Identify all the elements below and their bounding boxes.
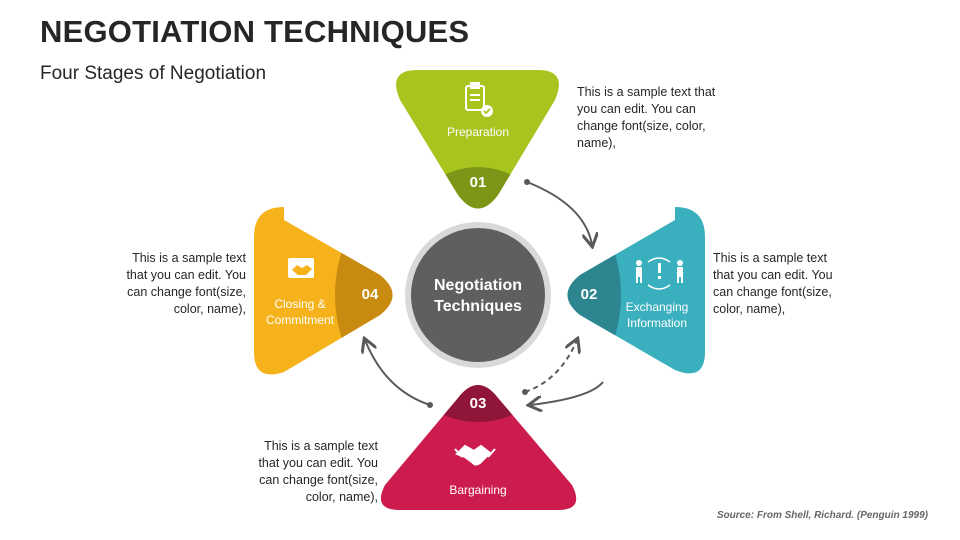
note-closing-commitment: This is a sample text that you can edit.… xyxy=(98,250,246,318)
note-line: can change font(size, xyxy=(713,285,832,299)
handshake-icon xyxy=(454,444,496,466)
page-subtitle: Four Stages of Negotiation xyxy=(40,63,267,84)
stage-2-label-line2: Information xyxy=(627,316,687,330)
note-line: color, name), xyxy=(305,490,378,504)
note-line: you can edit. You can xyxy=(577,102,696,116)
stage-1-number: 01 xyxy=(470,174,487,191)
note-line: This is a sample text xyxy=(264,439,378,453)
note-line: change font(size, color, xyxy=(577,119,706,133)
contract-handshake-icon xyxy=(288,258,314,278)
stage-2-number: 02 xyxy=(581,286,598,303)
stage-exchanging-information: Exchanging Information 02 xyxy=(567,207,705,374)
clipboard-check-icon xyxy=(465,82,493,117)
note-preparation: This is a sample text that you can edit.… xyxy=(577,84,737,152)
stage-4-label-line2: Commitment xyxy=(266,313,335,327)
note-line: This is a sample text xyxy=(713,251,827,265)
stage-2-label-line1: Exchanging xyxy=(626,300,689,314)
note-line: that you can edit. You xyxy=(258,456,378,470)
note-line: that you can edit. You xyxy=(126,268,246,282)
connector-arrows xyxy=(365,179,604,408)
note-line: This is a sample text that xyxy=(577,85,716,99)
stage-3-label: Bargaining xyxy=(449,483,506,497)
stage-4-number: 04 xyxy=(362,286,379,303)
stage-closing-commitment: Closing & Commitment 04 xyxy=(254,207,393,375)
note-line: color, name), xyxy=(173,302,246,316)
note-line: name), xyxy=(577,136,616,150)
center-circle: Negotiation Techniques xyxy=(405,222,551,368)
note-line: can change font(size, xyxy=(127,285,246,299)
source-citation: Source: From Shell, Richard. (Penguin 19… xyxy=(716,510,928,521)
stage-bargaining: Bargaining 03 xyxy=(380,385,577,510)
note-bargaining: This is a sample text that you can edit.… xyxy=(230,438,378,506)
note-line: that you can edit. You xyxy=(713,268,833,282)
center-title-line2: Techniques xyxy=(434,298,522,315)
stage-3-number: 03 xyxy=(470,395,487,412)
page-title: NEGOTIATION TECHNIQUES xyxy=(40,14,470,49)
note-line: This is a sample text xyxy=(132,251,246,265)
stage-4-label-line1: Closing & xyxy=(274,297,325,311)
note-exchanging-information: This is a sample text that you can edit.… xyxy=(713,250,873,318)
note-line: can change font(size, xyxy=(259,473,378,487)
center-title-line1: Negotiation xyxy=(434,277,522,294)
stage-1-label: Preparation xyxy=(447,125,509,139)
people-exchange-icon xyxy=(636,257,683,290)
note-line: color, name), xyxy=(713,302,786,316)
